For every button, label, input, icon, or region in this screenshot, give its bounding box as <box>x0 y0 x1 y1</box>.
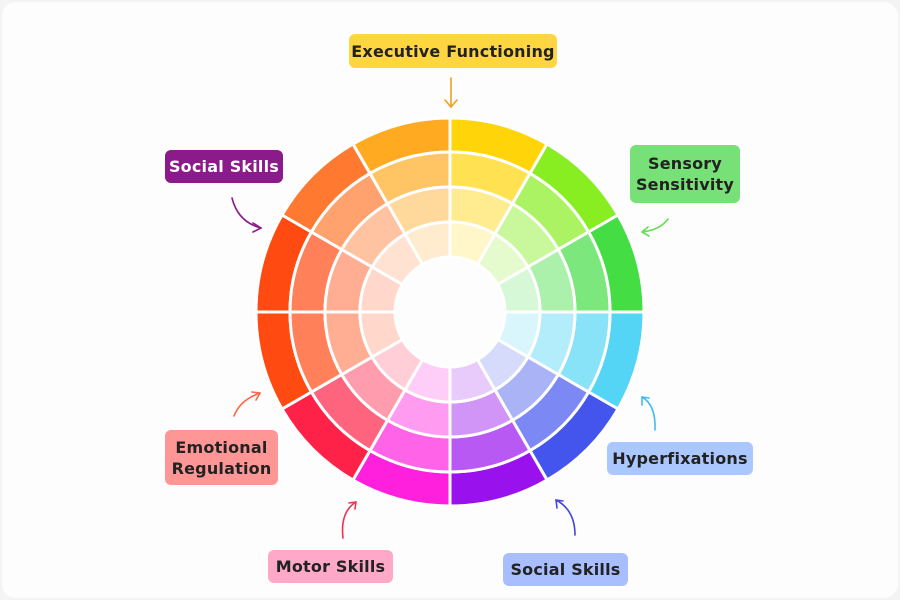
label-text: Regulation <box>171 458 272 478</box>
wheel-segment-11-ring-3 <box>402 220 452 267</box>
arrow-executive <box>444 77 458 108</box>
label-executive-functioning: Executive Functioning <box>349 34 557 68</box>
label-motor-skills: Motor Skills <box>268 550 393 583</box>
label-social-skills-top: Social Skills <box>165 150 283 183</box>
arrow-motor <box>341 501 357 539</box>
label-text: Social Skills <box>510 560 621 579</box>
label-text: Emotional <box>175 437 268 457</box>
label-text: Hyperfixations <box>612 449 748 468</box>
label-hyperfixations: Hyperfixations <box>607 442 753 475</box>
label-text: Executive Functioning <box>351 41 555 61</box>
label-text: Sensory <box>647 154 722 173</box>
arrow-social-top <box>231 197 262 233</box>
arrow-social-bottom <box>555 499 576 536</box>
arrow-emotional <box>233 391 261 417</box>
label-social-skills-bottom: Social Skills <box>503 553 628 586</box>
label-text: Motor Skills <box>275 557 386 576</box>
label-text: Sensitivity <box>635 175 735 194</box>
arrow-sensory <box>641 218 669 237</box>
label-text: Social Skills <box>168 157 280 176</box>
arrow-hyperfixations <box>641 396 656 431</box>
